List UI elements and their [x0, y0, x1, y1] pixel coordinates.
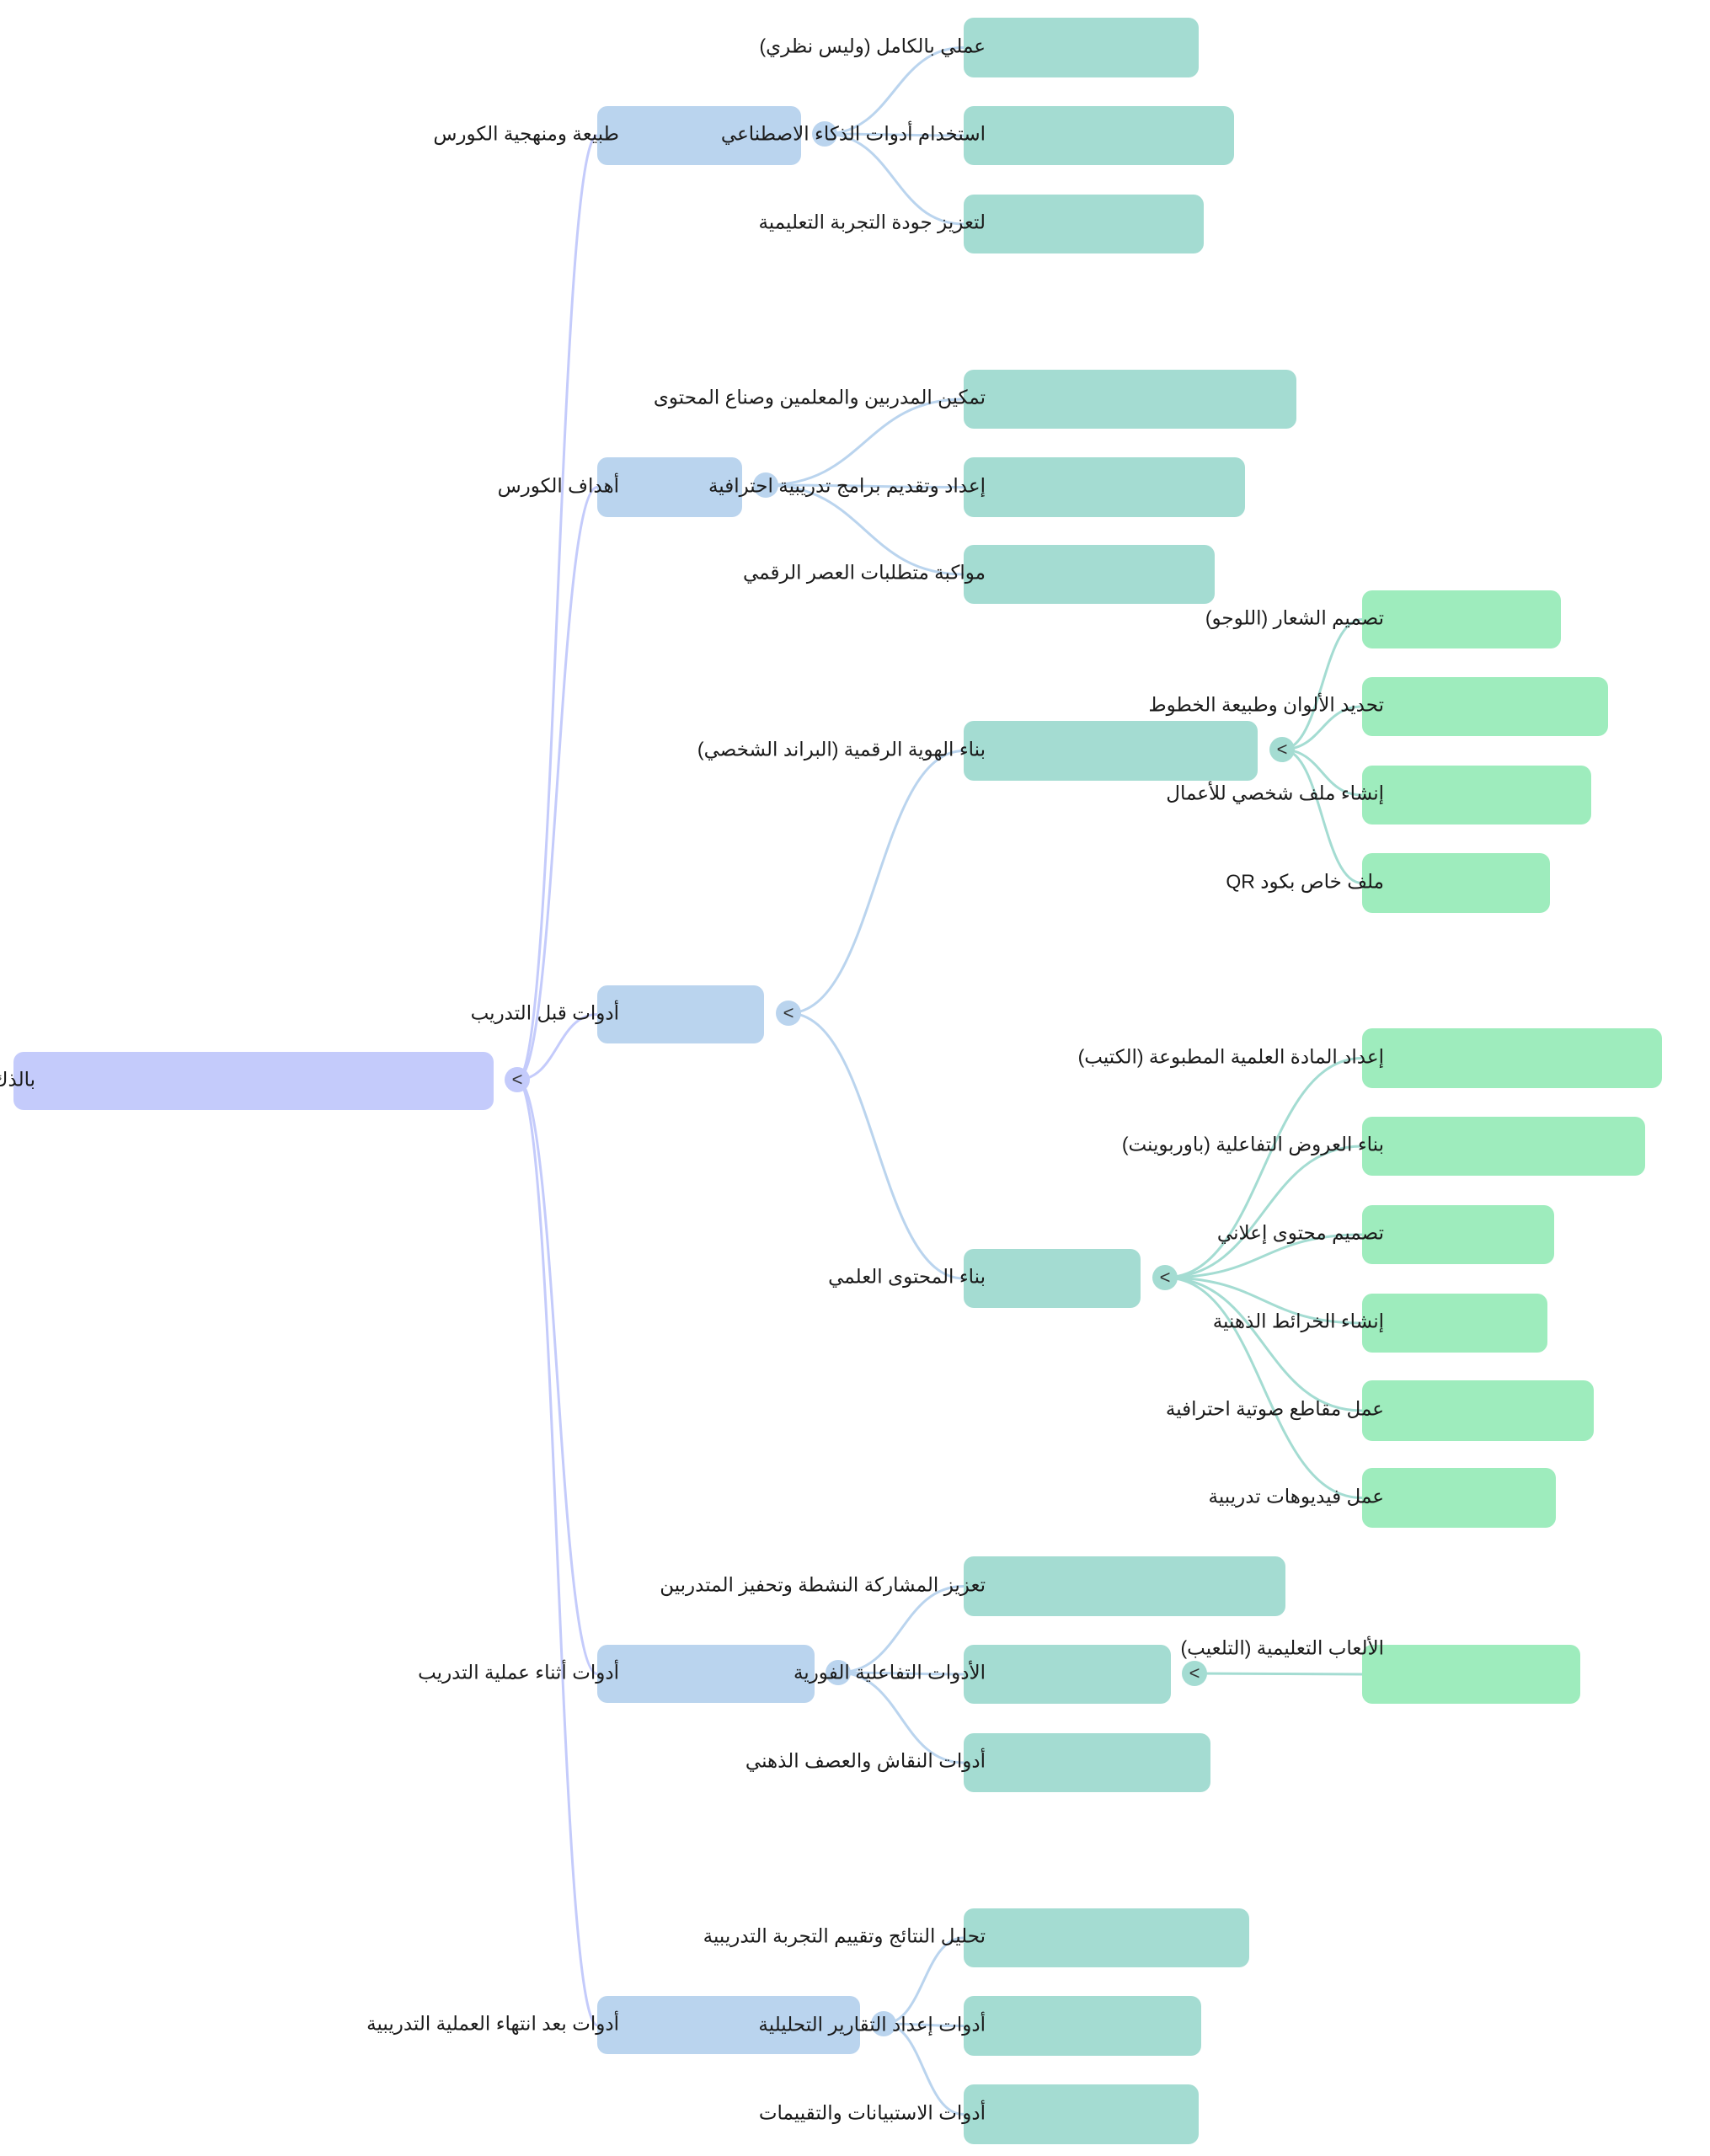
connector-line — [1281, 748, 1363, 884]
node-label: أدوات الاستبيانات والتقييمات — [758, 2101, 986, 2124]
node-label: بناء العروض التفاعلية (باوربوينت) — [1121, 1133, 1384, 1155]
node-label: أدوات بعد انتهاء العملية التدريبية — [366, 2012, 619, 2035]
connector-line — [1164, 1276, 1363, 1325]
node-label: تصميم الشعار (اللوجو) — [1205, 606, 1384, 629]
node-label: تعزيز المشاركة النشطة وتحفيز المتدربين — [660, 1573, 986, 1596]
node-label: ملف خاص بكود QR — [1226, 870, 1384, 893]
connector-line — [1164, 1233, 1363, 1279]
node-label: تصميم محتوى إعلاني — [1216, 1221, 1384, 1244]
collapse-chevron-icon[interactable]: < — [505, 1067, 530, 1092]
collapse-chevron-icon[interactable]: < — [1152, 1265, 1178, 1290]
node-label: أدوات إعداد التقارير التحليلية — [758, 2013, 986, 2036]
mindmap-node-level2[interactable] — [964, 1556, 1285, 1616]
mindmap-node-level2[interactable] — [964, 1733, 1210, 1792]
mindmap-node-level1[interactable] — [597, 457, 742, 517]
connector-line — [1164, 1276, 1363, 1412]
node-label: عملي بالكامل (وليس نظري) — [759, 35, 986, 57]
connector-line — [1164, 1145, 1363, 1279]
mindmap-node-level1[interactable] — [597, 985, 764, 1043]
mindmap-node-level3[interactable] — [1362, 1468, 1556, 1528]
connector-line — [765, 483, 965, 576]
mindmap-node-level1[interactable] — [597, 1996, 860, 2054]
node-label: مواكبة متطلبات العصر الرقمي — [742, 561, 986, 584]
mindmap-node-level3[interactable] — [1362, 853, 1550, 913]
node-label: تمكين المدربين والمعلمين وصناع المحتوى — [653, 386, 986, 408]
branch-handle[interactable] — [871, 2011, 896, 2036]
mindmap-node-level2[interactable] — [964, 2084, 1199, 2144]
node-label: أدوات قبل التدريب — [470, 1001, 619, 1024]
mindmap-node-level1[interactable] — [597, 1645, 815, 1703]
connector-line — [1164, 1276, 1363, 1499]
connector-line — [516, 1078, 598, 2026]
mindmap-node-level2[interactable] — [964, 370, 1296, 429]
node-label: تحديد الألوان وطبيعة الخطوط — [1148, 693, 1384, 716]
node-label: عمل مقاطع صوتية احترافية — [1165, 1397, 1384, 1420]
collapse-chevron-icon[interactable]: < — [1269, 737, 1295, 762]
node-label: تحليل النتائج وتقييم التجربة التدريبية — [703, 1924, 986, 1947]
mindmap-node-level3[interactable] — [1362, 1028, 1662, 1088]
node-label: أهداف الكورس — [497, 474, 619, 497]
connector-line — [837, 1585, 965, 1674]
node-label: بالذك — [0, 1068, 35, 1091]
node-label: الألعاب التعليمية (التلعيب) — [1180, 1636, 1385, 1659]
connector-line — [1281, 618, 1363, 751]
connector-line — [824, 132, 965, 226]
branch-handle[interactable] — [812, 121, 837, 147]
connector-line — [788, 750, 965, 1015]
node-label: بناء المحتوى العلمي — [828, 1265, 986, 1288]
node-label: طبيعة ومنهجية الكورس — [433, 122, 619, 145]
mindmap-node-level2[interactable] — [964, 106, 1234, 165]
connector-line — [837, 1671, 965, 1764]
connector-line — [516, 1013, 598, 1081]
mindmap-node-level3[interactable] — [1362, 590, 1561, 648]
node-label: إعداد المادة العلمية المطبوعة (الكتيب) — [1077, 1045, 1384, 1068]
connector-line — [765, 483, 965, 488]
mindmap-node-level2[interactable] — [964, 721, 1258, 781]
mindmap-node-level2[interactable] — [964, 1249, 1141, 1308]
branch-handle[interactable] — [753, 472, 778, 498]
collapse-chevron-icon[interactable]: < — [776, 1001, 801, 1026]
node-label: إنشاء ملف شخصي للأعمال — [1166, 782, 1384, 804]
connector-line — [765, 398, 965, 487]
connector-line — [824, 132, 965, 137]
node-label: إعداد وتقديم برامج تدريبية احترافية — [708, 474, 986, 497]
connector-line — [1164, 1057, 1363, 1279]
connector-line — [788, 1011, 965, 1280]
mindmap-node-level2[interactable] — [964, 195, 1204, 253]
node-label: أدوات أثناء عملية التدريب — [418, 1661, 619, 1684]
mindmap-node-level3[interactable] — [1362, 677, 1608, 736]
mindmap-node-level3[interactable] — [1362, 766, 1591, 825]
mindmap-node-level3[interactable] — [1362, 1645, 1580, 1704]
node-label: استخدام أدوات الذكاء الاصطناعي — [720, 122, 986, 145]
node-label: الأدوات التفاعلية الفورية — [793, 1661, 986, 1684]
mindmap-node-level3[interactable] — [1362, 1294, 1547, 1353]
mindmap-node-level2[interactable] — [964, 18, 1199, 77]
connector-line — [883, 1936, 965, 2025]
connector-line — [516, 1078, 598, 1675]
collapse-chevron-icon[interactable]: < — [1182, 1661, 1207, 1686]
mindmap-node-level2[interactable] — [964, 1645, 1171, 1704]
mindmap-node-level2[interactable] — [964, 1996, 1201, 2056]
connector-line — [837, 1671, 965, 1676]
mindmap-node-level1[interactable] — [597, 106, 801, 165]
connector-line — [516, 486, 598, 1081]
connector-line — [883, 2022, 965, 2116]
mindmap-node-level0[interactable] — [13, 1052, 494, 1110]
connector-line — [1194, 1672, 1363, 1676]
node-label: أدوات النقاش والعصف الذهني — [745, 1749, 986, 1772]
mindmap-node-level2[interactable] — [964, 1908, 1249, 1967]
node-label: إنشاء الخرائط الذهنية — [1212, 1310, 1384, 1332]
node-label: عمل فيديوهات تدريبية — [1208, 1485, 1385, 1508]
mindmap-node-level2[interactable] — [964, 545, 1215, 604]
connector-line — [516, 134, 598, 1081]
node-label: لتعزيز جودة التجربة التعليمية — [758, 211, 986, 233]
mindmap-node-level3[interactable] — [1362, 1117, 1645, 1176]
node-label: بناء الهوية الرقمية (البراند الشخصي) — [697, 738, 986, 760]
mindmap-node-level2[interactable] — [964, 457, 1245, 517]
mindmap-node-level3[interactable] — [1362, 1205, 1554, 1264]
branch-handle[interactable] — [826, 1660, 851, 1685]
mindmap-node-level3[interactable] — [1362, 1380, 1594, 1441]
connector-line — [824, 46, 965, 136]
